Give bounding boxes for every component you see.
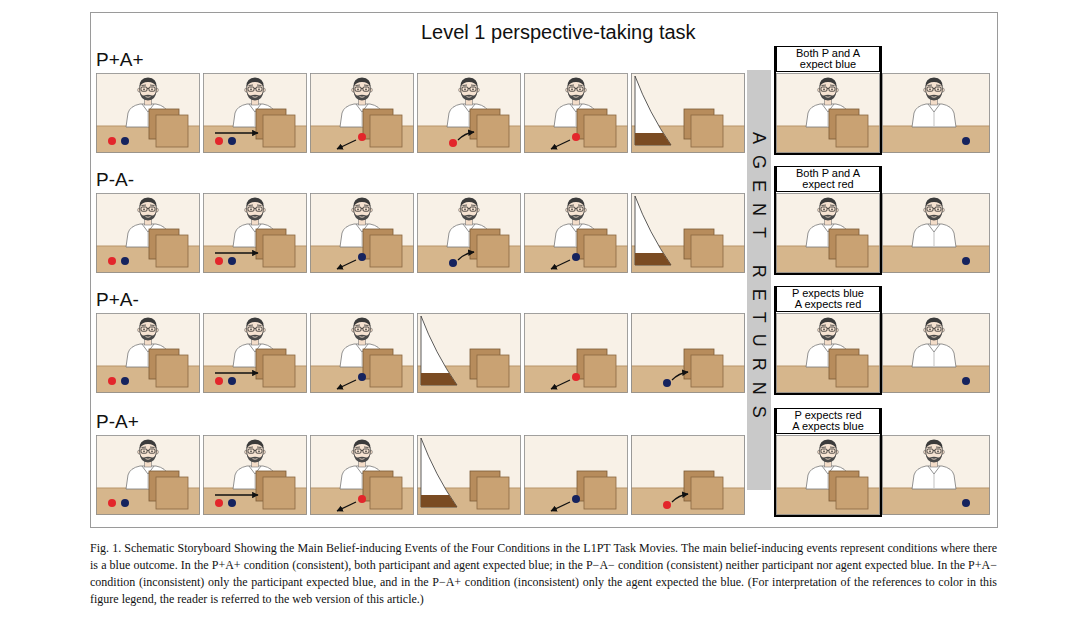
figure-border <box>91 13 998 528</box>
figure-title: Level 1 perspective-taking task <box>421 20 696 44</box>
condition-label: P+A+ <box>96 49 144 70</box>
story-panel <box>631 313 745 393</box>
belief-frame <box>775 287 881 394</box>
figure-caption: Fig. 1. Schematic Storyboard Showing the… <box>90 540 997 608</box>
story-panel <box>203 73 307 153</box>
belief-frame <box>775 47 881 154</box>
belief-frame <box>775 409 881 516</box>
story-panel <box>882 435 990 515</box>
story-panel <box>882 313 990 393</box>
story-panel <box>96 73 200 153</box>
belief-text: P expects red A expects blue <box>790 410 866 432</box>
story-panel <box>96 193 200 273</box>
story-panel <box>417 73 521 153</box>
story-panel <box>882 193 990 273</box>
story-panel <box>96 313 200 393</box>
belief-text: P expects blue A expects red <box>790 288 866 310</box>
story-panel <box>417 435 521 515</box>
story-panel <box>203 193 307 273</box>
story-panel <box>203 313 307 393</box>
story-panel <box>524 313 628 393</box>
belief-text: Both P and A expect red <box>790 168 866 190</box>
story-panel <box>524 193 628 273</box>
story-panel <box>203 435 307 515</box>
story-panel <box>96 435 200 515</box>
belief-label-box: P expects blue A expects red <box>776 286 880 312</box>
story-panel <box>776 313 880 393</box>
story-panel <box>310 193 414 273</box>
band-ground <box>747 70 771 490</box>
agent-returns-band: AGENT RETURNS <box>747 70 771 490</box>
belief-frame <box>775 167 881 274</box>
story-panel <box>631 435 745 515</box>
belief-text: Both P and A expect blue <box>790 48 866 70</box>
story-panel <box>524 435 628 515</box>
story-panel <box>776 73 880 153</box>
story-panel <box>524 73 628 153</box>
story-panel <box>417 193 521 273</box>
story-panel <box>310 73 414 153</box>
belief-label-box: Both P and A expect red <box>776 166 880 192</box>
story-panel <box>882 73 990 153</box>
condition-label: P+A- <box>96 289 139 310</box>
belief-label-box: P expects red A expects blue <box>776 408 880 434</box>
belief-label-box: Both P and A expect blue <box>776 46 880 72</box>
story-panel <box>631 73 745 153</box>
band-text: AGENT RETURNS <box>748 132 770 429</box>
story-panel <box>631 193 745 273</box>
story-panel <box>776 193 880 273</box>
story-panel <box>417 313 521 393</box>
story-panel <box>776 435 880 515</box>
story-panel <box>310 313 414 393</box>
story-panel <box>310 435 414 515</box>
condition-label: P-A+ <box>96 411 139 432</box>
condition-label: P-A- <box>96 169 134 190</box>
